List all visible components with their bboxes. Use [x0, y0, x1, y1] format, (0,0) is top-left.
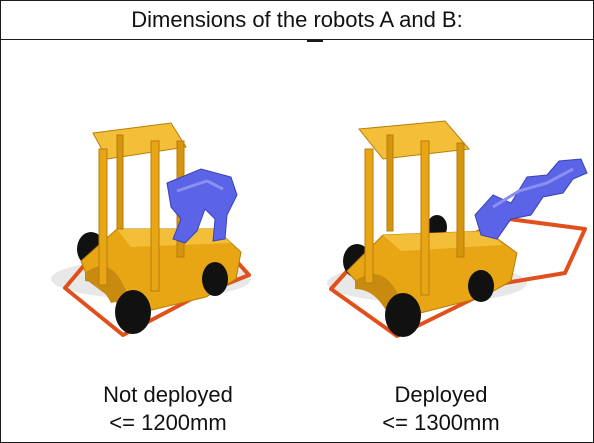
robot-b-svg	[327, 120, 588, 338]
robot-b-caption: Deployed <= 1300mm	[331, 381, 551, 437]
mast-roof	[358, 120, 470, 160]
robot-a-state-label: Not deployed	[103, 382, 233, 407]
robot-a-size-limit: <= 1200mm	[109, 410, 227, 435]
mast-post-front-left	[364, 148, 374, 284]
robot-b-size-limit: <= 1300mm	[382, 410, 500, 435]
mast-post-front-right	[150, 140, 160, 292]
robot-a-illustration	[1, 111, 297, 351]
diagram-title: Dimensions of the robots A and B:	[1, 1, 593, 40]
mast-post-back-left	[116, 134, 124, 230]
wheel-front-left	[115, 290, 151, 334]
arm-highlight	[492, 167, 574, 209]
title-cursor-mark	[307, 40, 323, 42]
mast-post-front-left	[98, 148, 108, 286]
robot-b-state-label: Deployed	[394, 382, 488, 407]
mast-post-back-right	[456, 142, 465, 258]
robot-b-illustration	[297, 111, 593, 351]
robot-a-caption: Not deployed <= 1200mm	[58, 381, 278, 437]
wheel-front-left	[385, 293, 421, 337]
mast-post-back-left	[386, 134, 394, 232]
mast-post-front-right	[420, 140, 430, 296]
base-top	[383, 231, 503, 251]
wheel-front-right	[202, 262, 228, 296]
robot-a-svg	[51, 122, 251, 337]
arm-highlight	[176, 179, 224, 193]
wheel-front-right	[468, 270, 494, 302]
